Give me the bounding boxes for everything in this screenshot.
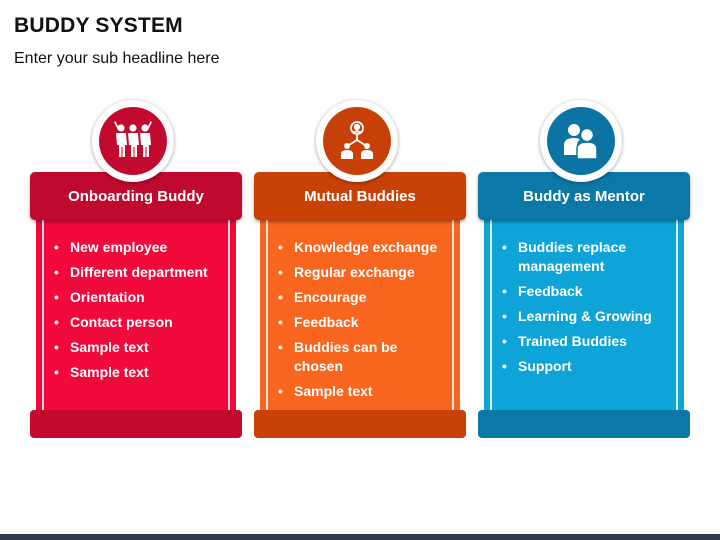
people-exchange-icon — [323, 107, 391, 175]
card-title: Buddy as Mentor — [523, 187, 645, 205]
list-item: Learning & Growing — [502, 307, 674, 326]
list-item: New employee — [54, 238, 226, 257]
card-title: Mutual Buddies — [304, 187, 416, 205]
card-onboarding-buddy: New employee Different department Orient… — [30, 100, 242, 440]
list-item: Contact person — [54, 313, 226, 332]
card-header: Onboarding Buddy — [30, 172, 242, 220]
card-body: New employee Different department Orient… — [36, 218, 236, 414]
card-body-bar-left — [266, 218, 268, 414]
list-item: Trained Buddies — [502, 332, 674, 351]
card-footer — [478, 410, 690, 438]
card-body-bar-right — [452, 218, 454, 414]
list-item: Encourage — [278, 288, 450, 307]
list-item: Feedback — [502, 282, 674, 301]
card-body-bar-left — [490, 218, 492, 414]
card-body: Buddies replace management Feedback Lear… — [484, 218, 684, 414]
list-item: Regular exchange — [278, 263, 450, 282]
list-item: Buddies replace management — [502, 238, 674, 276]
card-body-bar-left — [42, 218, 44, 414]
card-footer — [30, 410, 242, 438]
list-item: Feedback — [278, 313, 450, 332]
card-title: Onboarding Buddy — [68, 187, 204, 205]
card-list: Knowledge exchange Regular exchange Enco… — [278, 238, 450, 407]
list-item: Buddies can be chosen — [278, 338, 450, 376]
list-item: Knowledge exchange — [278, 238, 450, 257]
icon-badge — [92, 100, 174, 182]
card-footer — [254, 410, 466, 438]
page-title: BUDDY SYSTEM — [14, 14, 183, 37]
card-body: Knowledge exchange Regular exchange Enco… — [260, 218, 460, 414]
list-item: Orientation — [54, 288, 226, 307]
card-buddy-as-mentor: Buddies replace management Feedback Lear… — [478, 100, 690, 440]
list-item: Sample text — [278, 382, 450, 401]
card-body-bar-right — [676, 218, 678, 414]
card-list: Buddies replace management Feedback Lear… — [502, 238, 674, 382]
list-item: Support — [502, 357, 674, 376]
card-list: New employee Different department Orient… — [54, 238, 226, 388]
list-item: Sample text — [54, 338, 226, 357]
list-item: Sample text — [54, 363, 226, 382]
icon-badge — [316, 100, 398, 182]
card-body-bar-right — [228, 218, 230, 414]
team-group-icon — [99, 107, 167, 175]
card-mutual-buddies: Knowledge exchange Regular exchange Enco… — [254, 100, 466, 440]
two-people-icon — [547, 107, 615, 175]
bottom-strip — [0, 534, 720, 540]
icon-badge — [540, 100, 622, 182]
page-subtitle: Enter your sub headline here — [14, 50, 220, 67]
list-item: Different department — [54, 263, 226, 282]
